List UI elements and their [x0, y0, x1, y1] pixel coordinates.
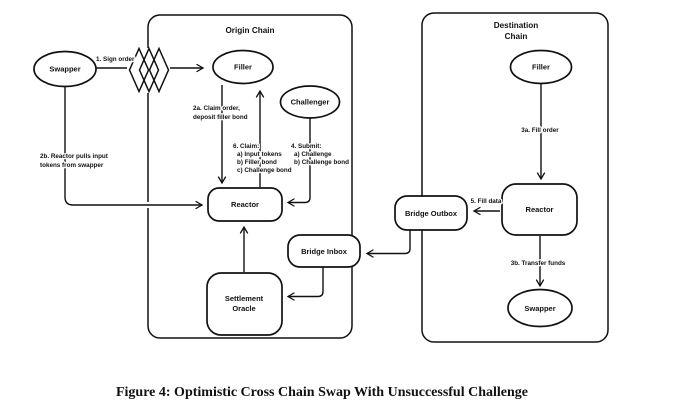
- settlement-oracle-label-line1: Settlement: [225, 294, 264, 303]
- challenger-label: Challenger: [291, 98, 330, 107]
- label-sign-order: 1. Sign order: [96, 56, 135, 63]
- bridge-inbox-node: [287, 234, 361, 268]
- filler-destination-node: [509, 49, 573, 85]
- label-reactor-pulls-line1: 2b. Reactor pulls input: [40, 153, 109, 160]
- destination-chain-box: [421, 12, 609, 343]
- destination-chain-title-line1: Destination: [494, 21, 539, 30]
- origin-chain-title: Origin Chain: [225, 26, 274, 35]
- label-fill-order: 3a. Fill order: [521, 127, 559, 134]
- edge-outbox-to-inbox: [365, 230, 411, 258]
- swapper-destination-label: Swapper: [524, 304, 555, 313]
- edge-submit-challenge: [286, 118, 311, 207]
- label-claim-line3: b) Filler bond: [237, 159, 277, 166]
- settlement-oracle-node: [206, 272, 283, 336]
- reactor-origin-node: [207, 187, 283, 222]
- reactor-destination-label: Reactor: [526, 205, 554, 214]
- filler-destination-label: Filler: [532, 63, 550, 72]
- label-submit-line3: b) Challenge bond: [294, 159, 349, 166]
- figure-caption: Figure 4: Optimistic Cross Chain Swap Wi…: [116, 385, 528, 400]
- edge-reactor-pulls: [64, 87, 204, 210]
- swapper-origin-node: [33, 50, 97, 88]
- swapper-destination-node: [507, 288, 573, 328]
- label-fill-data: 5. Fill data: [471, 198, 502, 205]
- swapper-origin-label: Swapper: [49, 65, 80, 74]
- label-claim-order-line1: 2a. Claim order,: [193, 105, 240, 112]
- challenger-node: [279, 85, 341, 119]
- label-submit-line2: a) Challenge: [294, 151, 332, 158]
- edge-inbox-to-oracle: [286, 267, 324, 301]
- label-transfer-funds: 3b. Transfer funds: [511, 260, 566, 267]
- bridge-outbox-label: Bridge Outbox: [405, 209, 458, 218]
- bridge-outbox-node: [394, 195, 468, 231]
- filler-origin-label: Filler: [234, 63, 252, 72]
- label-claim-line1: 6. Claim:: [233, 143, 259, 150]
- label-submit-line1: 4. Submit:: [291, 143, 321, 150]
- label-reactor-pulls-line2: tokens from swapper: [40, 162, 104, 169]
- label-claim-order-line2: deposit filler bond: [193, 114, 248, 121]
- reactor-origin-label: Reactor: [231, 200, 259, 209]
- label-claim-line2: a) Input tokens: [237, 151, 282, 158]
- bridge-inbox-label: Bridge Inbox: [301, 247, 348, 256]
- reactor-destination-node: [501, 183, 578, 236]
- settlement-oracle-label-line2: Oracle: [232, 304, 255, 313]
- signed-order-diamonds-icon: [128, 46, 170, 94]
- filler-origin-node: [212, 49, 274, 85]
- label-claim-line4: c) Challenge bond: [237, 167, 292, 174]
- destination-chain-title-line2: Chain: [505, 32, 528, 41]
